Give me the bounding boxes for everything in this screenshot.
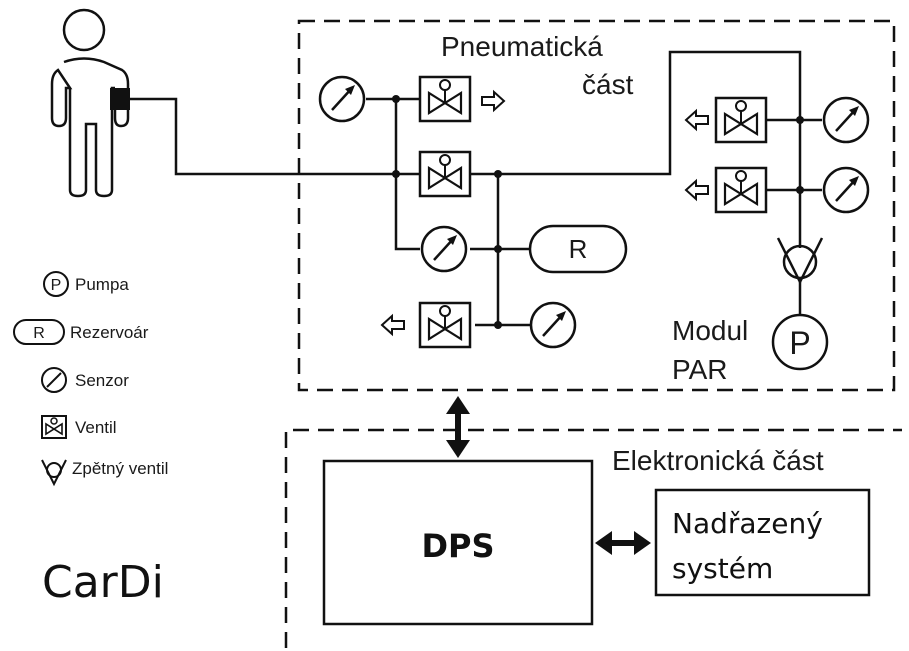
bidirectional-arrow-icon <box>446 396 470 458</box>
legend-reservoir-symbol: R <box>33 325 45 342</box>
legend-check-valve-label: Zpětný ventil <box>72 459 168 478</box>
dps-label: DPS <box>421 527 494 565</box>
valve-icon <box>714 166 768 214</box>
legend-valve-label: Ventil <box>75 418 117 437</box>
pump-letter: P <box>789 325 810 361</box>
module-label-line2: PAR <box>672 354 728 385</box>
reservoir-letter: R <box>569 234 588 264</box>
valve-icon <box>714 96 768 144</box>
bidirectional-arrow-icon <box>595 531 651 555</box>
legend-pump-label: Pumpa <box>75 275 129 294</box>
exhaust-arrow-icon <box>685 180 709 200</box>
valve-icon <box>418 150 472 198</box>
pneumatic-title-line1: Pneumatická <box>441 31 603 62</box>
legend-reservoir-label: Rezervoár <box>70 323 149 342</box>
sensor-icon <box>529 301 577 349</box>
legend-sensor: Senzor <box>41 367 129 393</box>
app-name: CarDi <box>42 557 164 608</box>
host-system-box: Nadřazený systém <box>654 488 871 597</box>
sensor-icon <box>822 166 870 214</box>
legend-pump-symbol: P <box>51 277 62 294</box>
sensor-icon <box>318 75 366 123</box>
legend-pump: P Pumpa <box>43 271 129 297</box>
reservoir: R <box>528 224 628 274</box>
legend-check-valve: Zpětný ventil <box>41 459 168 487</box>
legend: P Pumpa R Rezervoár Senzor Ventil Zpětný… <box>13 271 168 487</box>
host-system-line2: systém <box>672 552 773 585</box>
electronic-section-title: Elektronická část <box>612 445 824 476</box>
sensor-icon <box>822 96 870 144</box>
legend-reservoir: R Rezervoár <box>13 319 149 345</box>
exhaust-arrow-icon <box>481 91 505 111</box>
cuff-icon <box>110 88 130 110</box>
valve-icon <box>418 75 472 123</box>
legend-valve: Ventil <box>41 415 117 439</box>
valve-icon <box>418 301 472 349</box>
patient-figure <box>50 8 130 198</box>
dps-box: DPS <box>322 459 594 626</box>
sensor-icon <box>420 225 468 273</box>
electronic-section-border <box>284 428 902 648</box>
exhaust-arrow-icon <box>381 315 405 335</box>
exhaust-arrow-icon <box>685 110 709 130</box>
host-system-line1: Nadřazený <box>672 507 823 540</box>
check-valve-icon <box>776 237 824 314</box>
pneumatic-title-line2: část <box>582 69 634 100</box>
junction-dots <box>392 95 804 329</box>
legend-sensor-label: Senzor <box>75 371 129 390</box>
pneumatic-section-border <box>297 19 896 392</box>
pump-icon: P <box>771 313 829 371</box>
module-label-line1: Modul <box>672 315 748 346</box>
